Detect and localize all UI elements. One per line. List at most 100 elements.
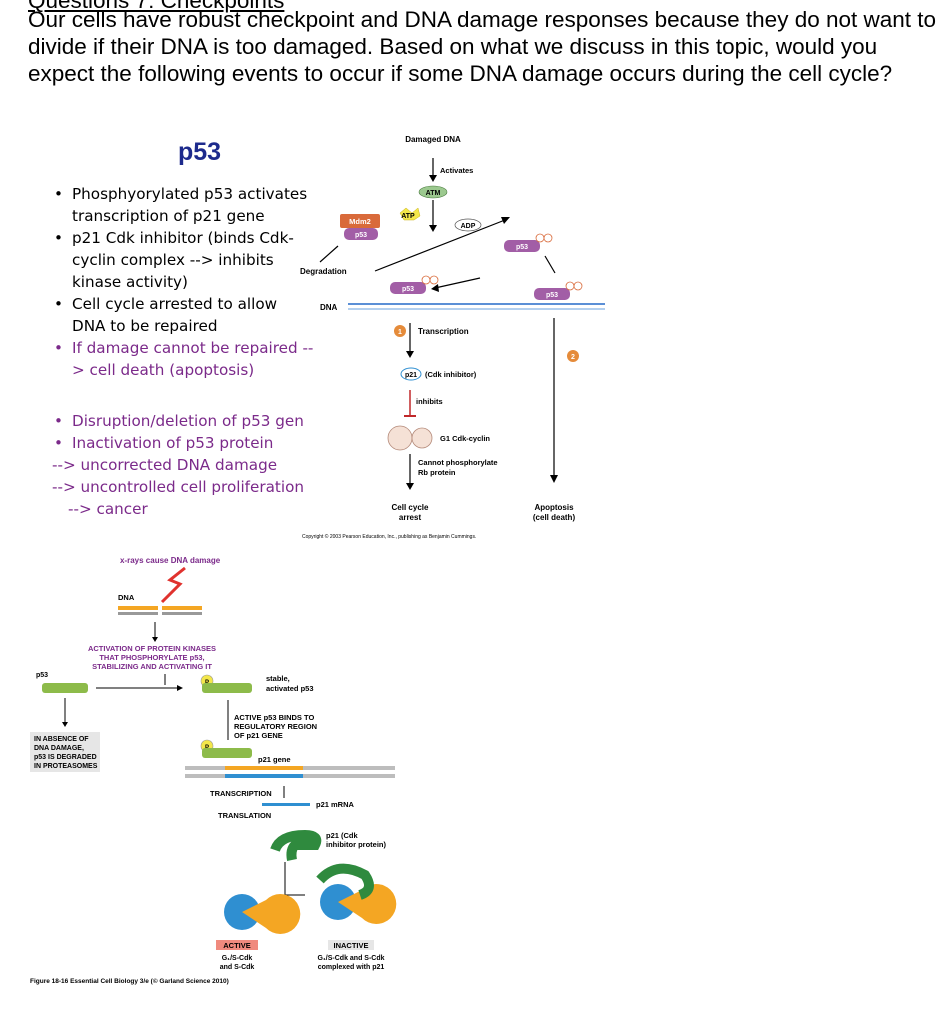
p21-bound bbox=[316, 863, 374, 900]
svg-text:ACTIVE: ACTIVE bbox=[223, 941, 251, 950]
svg-text:OF p21 GENE: OF p21 GENE bbox=[234, 731, 283, 740]
cell-cycle-arrest-label: Cell cycle bbox=[392, 503, 429, 512]
svg-text:DNA DAMAGE,: DNA DAMAGE, bbox=[34, 745, 84, 752]
svg-text:p53: p53 bbox=[516, 244, 528, 251]
transcription-label: TRANSCRIPTION bbox=[210, 789, 272, 798]
p53-active-2 bbox=[534, 288, 570, 300]
binds-label-1: ACTIVE p53 BINDS TO bbox=[234, 713, 314, 722]
activates-label: Activates bbox=[440, 166, 473, 175]
cdk-shape bbox=[387, 425, 413, 451]
p21-mrna-label: p21 mRNA bbox=[316, 800, 355, 809]
g1-cdk-cyclin-label: G1 Cdk-cyclin bbox=[440, 434, 490, 443]
p53-title: p53 bbox=[178, 138, 222, 166]
cannot-phos-label-2: Rb protein bbox=[418, 468, 456, 477]
bullet-item: •If damage cannot be repaired --> cell d… bbox=[54, 339, 314, 379]
cdk-inhibitor-label: (Cdk inhibitor) bbox=[425, 370, 477, 379]
translation-label: TRANSLATION bbox=[218, 811, 271, 820]
atp-burst bbox=[399, 207, 421, 221]
bullet-dot: • bbox=[54, 295, 63, 313]
p53-active bbox=[390, 282, 426, 294]
step-1-marker bbox=[394, 325, 406, 337]
p53-bound bbox=[344, 228, 378, 240]
copyright-label: Copyright © 2003 Pearson Education, Inc.… bbox=[302, 533, 476, 540]
inactive-label-1: G₁/S-Cdk and S-Cdk bbox=[317, 955, 384, 962]
active-badge bbox=[216, 940, 258, 950]
p21-protein bbox=[270, 829, 322, 861]
stable-label-1: stable, bbox=[266, 674, 290, 683]
dna-label: DNA bbox=[320, 303, 338, 312]
xrays-label: x-rays cause DNA damage bbox=[120, 556, 221, 565]
p53-label: p53 bbox=[36, 672, 48, 679]
bullet-list-2: •Disruption/deletion of p53 gen •Inactiv… bbox=[52, 410, 314, 520]
dna-label: DNA bbox=[118, 593, 135, 602]
cyclin-active bbox=[242, 894, 301, 934]
arrowhead bbox=[429, 175, 437, 182]
svg-text:complexed with p21: complexed with p21 bbox=[318, 964, 385, 971]
mdm2-box bbox=[340, 214, 380, 228]
bullet-item: •Phosphyorylated p53 activates transcrip… bbox=[54, 185, 308, 225]
adp-oval bbox=[454, 218, 482, 232]
outcome-line: --> uncontrolled cell proliferation bbox=[52, 478, 305, 496]
apoptosis-label: Apoptosis bbox=[534, 503, 574, 512]
inhibits-label: inhibits bbox=[416, 397, 443, 406]
damaged-dna-label: Damaged DNA bbox=[405, 135, 461, 144]
svg-text:INACTIVE: INACTIVE bbox=[333, 941, 368, 950]
figure-caption: Figure 18-16 Essential Cell Biology 3/e … bbox=[30, 977, 229, 985]
bullet-dot: • bbox=[54, 229, 63, 247]
atp-label: ATP bbox=[401, 213, 415, 220]
clipped-header: Questions 7: Checkpoints bbox=[28, 0, 285, 13]
p21-oval bbox=[400, 367, 422, 381]
degradation-label: Degradation bbox=[300, 267, 347, 276]
cyclin-shape bbox=[411, 427, 433, 449]
activation-label-1: ACTIVATION OF PROTEIN KINASES bbox=[88, 644, 216, 653]
svg-text:p53 IS DEGRADED: p53 IS DEGRADED bbox=[34, 754, 97, 761]
svg-text:1: 1 bbox=[398, 329, 402, 336]
p21-gene-label: p21 gene bbox=[258, 755, 291, 764]
cannot-phos-label-1: Cannot phosphorylate bbox=[418, 458, 498, 467]
mdm2-label: Mdm2 bbox=[349, 217, 371, 226]
p53-pathway-diagram: Damaged DNA Activates ATM ATP ADP Mdm2 p… bbox=[300, 135, 605, 540]
active-label-1: G₁/S-Cdk bbox=[222, 955, 253, 962]
arrow bbox=[374, 219, 506, 272]
svg-text:STABILIZING AND ACTIVATING IT: STABILIZING AND ACTIVATING IT bbox=[92, 662, 212, 671]
stable-p53-shape bbox=[202, 683, 252, 693]
svg-text:THAT PHOSPHORYLATE p53,: THAT PHOSPHORYLATE p53, bbox=[99, 653, 204, 662]
absence-label-1: IN ABSENCE OF bbox=[34, 736, 89, 743]
absence-box bbox=[30, 732, 100, 772]
svg-text:p53: p53 bbox=[355, 232, 367, 239]
svg-text:inhibitor protein): inhibitor protein) bbox=[326, 840, 386, 849]
svg-text:arrest: arrest bbox=[399, 513, 422, 522]
inactive-badge bbox=[328, 940, 374, 950]
svg-text:p21: p21 bbox=[405, 372, 417, 379]
atm-oval bbox=[418, 185, 448, 199]
bullet-item: •Cell cycle arrested to allow DNA to be … bbox=[54, 295, 278, 335]
xray-bolt bbox=[160, 566, 186, 604]
step-2-marker bbox=[567, 350, 579, 362]
p21-protein-label-1: p21 (Cdk bbox=[326, 831, 359, 840]
svg-text:IN PROTEASOMES: IN PROTEASOMES bbox=[34, 763, 98, 770]
bullet-dot: • bbox=[54, 185, 63, 203]
svg-text:p53: p53 bbox=[546, 292, 558, 299]
bullet-item: •p21 Cdk inhibitor (binds Cdk-cyclin com… bbox=[54, 229, 294, 291]
p21-mrna bbox=[262, 803, 310, 806]
adp-label: ADP bbox=[461, 223, 476, 230]
bullet-item: •Disruption/deletion of p53 gen bbox=[54, 412, 304, 430]
svg-text:(cell death): (cell death) bbox=[533, 513, 576, 522]
svg-text:p53: p53 bbox=[402, 286, 414, 293]
svg-text:and S-Cdk: and S-Cdk bbox=[220, 964, 255, 971]
svg-text:2: 2 bbox=[571, 354, 575, 361]
outcome-line: --> uncorrected DNA damage bbox=[52, 456, 278, 474]
p53-phosphorylated bbox=[504, 240, 540, 252]
transcription-label: Transcription bbox=[418, 327, 469, 336]
atm-label: ATM bbox=[426, 190, 441, 197]
bullet-item: •Inactivation of p53 protein bbox=[54, 434, 274, 452]
p21-mechanism-diagram: x-rays cause DNA damage DNA ACTIVATION O… bbox=[30, 556, 397, 985]
dna-strand bbox=[118, 606, 158, 610]
bullet-list-1: •Phosphyorylated p53 activates transcrip… bbox=[54, 183, 314, 381]
outcome-line: --> cancer bbox=[68, 500, 148, 518]
stable-label-2: activated p53 bbox=[266, 684, 314, 693]
p53-shape bbox=[42, 683, 88, 693]
bullet-dot: • bbox=[54, 339, 63, 357]
question-text: Our cells have robust checkpoint and DNA… bbox=[28, 7, 937, 86]
svg-text:REGULATORY REGION: REGULATORY REGION bbox=[234, 722, 317, 731]
